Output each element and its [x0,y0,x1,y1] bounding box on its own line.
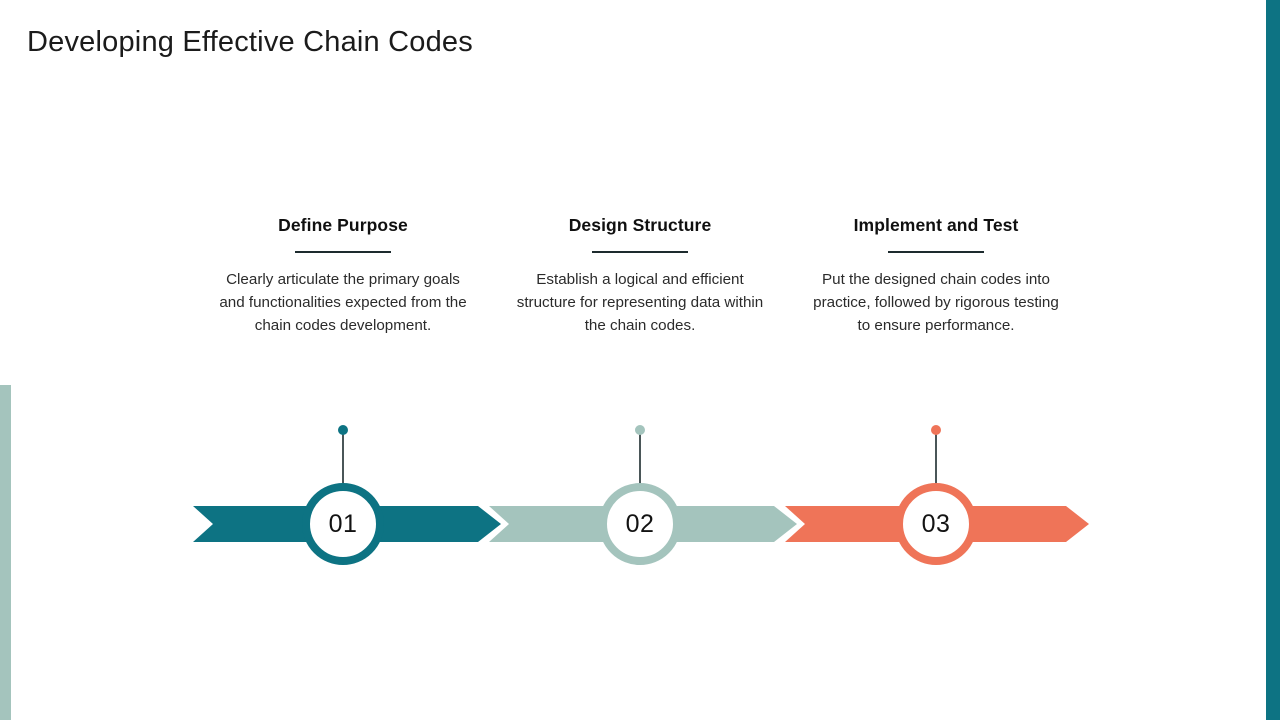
steps-text-row: Define Purpose Clearly articulate the pr… [0,214,1280,394]
page-title: Developing Effective Chain Codes [27,26,473,58]
step-heading-rule-3 [888,251,984,253]
step-heading-3: Implement and Test [853,215,1019,235]
step-heading-rule-1 [295,251,391,253]
step-heading-rule-2 [592,251,688,253]
right-accent-bar [1266,0,1280,720]
step-number-3: 03 [921,510,951,538]
connector-dot-2 [635,425,645,435]
step-column-3: Implement and Test Put the designed chai… [806,214,1066,337]
step-circle-3 [895,483,977,565]
left-accent-bar [0,385,11,720]
process-diagram: 01 02 03 [0,410,1280,590]
step-body-1: Clearly articulate the primary goals and… [219,270,467,334]
step-body-2: Establish a logical and efficient struct… [516,270,764,334]
connector-dot-1 [338,425,348,435]
step-heading-2: Design Structure [568,215,712,235]
step-number-2: 02 [625,510,655,538]
step-column-1: Define Purpose Clearly articulate the pr… [213,214,473,337]
step-body-3: Put the designed chain codes into practi… [813,270,1059,334]
step-circle-2 [599,483,681,565]
connector-dot-3 [931,425,941,435]
step-circle-1 [302,483,384,565]
step-column-2: Design Structure Establish a logical and… [510,214,770,337]
step-number-1: 01 [328,510,358,538]
step-heading-1: Define Purpose [278,215,408,235]
